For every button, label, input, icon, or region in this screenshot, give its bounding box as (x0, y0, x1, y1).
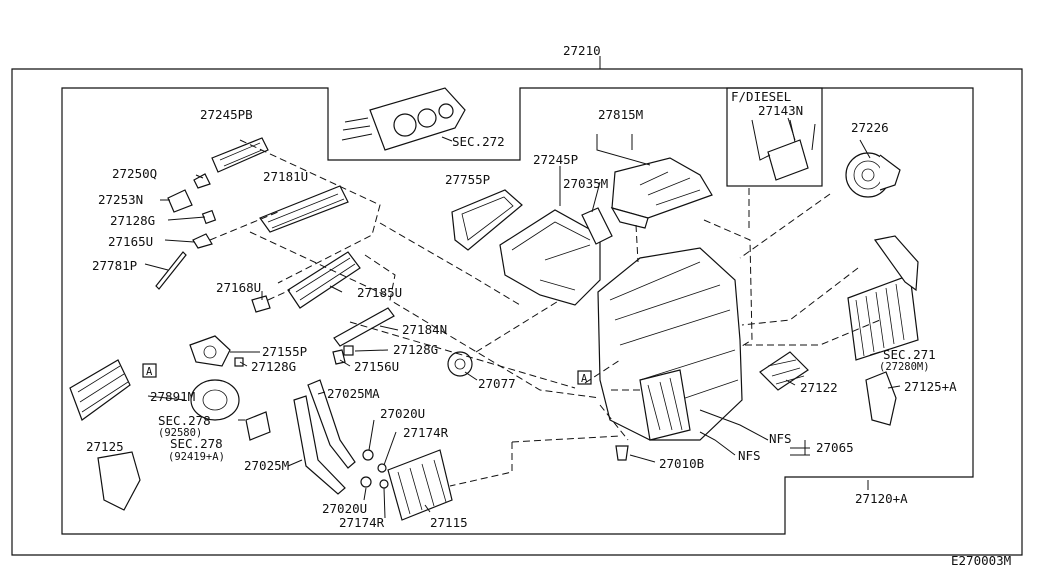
label-27155P: 27155P (262, 344, 307, 359)
ref-a-box-1: A (146, 366, 153, 378)
diesel-harness-part (751, 119, 816, 181)
fdiesel-box (726, 87, 823, 187)
label-27010B: 27010B (659, 456, 704, 471)
label-27077: 27077 (478, 376, 516, 391)
label-27781P: 27781P (92, 258, 137, 273)
label-sec278-a-ref: (92580) (158, 427, 202, 439)
duct-27181U (259, 185, 349, 233)
label-27253N: 27253N (98, 192, 143, 207)
label-27210: 27210 (563, 43, 601, 58)
label-27184N: 27184N (402, 322, 447, 337)
label-sec271: SEC.271 (883, 347, 936, 362)
clip-27128G-c (343, 345, 354, 356)
label-27168U: 27168U (216, 280, 261, 295)
case-27245P (499, 209, 601, 306)
label-nfs-a: NFS (769, 431, 792, 446)
label-sec278-a: SEC.278 (158, 413, 211, 428)
label-sec272: SEC.272 (452, 134, 505, 149)
outer-frame (11, 68, 1023, 556)
filter-27122 (759, 351, 809, 391)
sec278-resistor (245, 411, 271, 441)
clip-27128G-b (234, 357, 244, 367)
hose-27025M (293, 395, 346, 495)
duct-27245PB (211, 137, 269, 173)
label-27128G-b: 27128G (251, 359, 296, 374)
clip-27156U (332, 349, 346, 365)
label-27125A: 27125+A (904, 379, 957, 394)
clip-27165U (192, 233, 213, 249)
label-27815M: 27815M (598, 107, 643, 122)
duct-27185U (287, 251, 361, 309)
label-27025MA: 27025MA (327, 386, 380, 401)
label-27020U-b: 27020U (322, 501, 367, 516)
heater-unit-main (597, 247, 743, 441)
hose-27025MA (307, 379, 356, 469)
label-27065: 27065 (816, 440, 854, 455)
label-27035M: 27035M (563, 176, 608, 191)
label-27226: 27226 (851, 120, 889, 135)
label-fdiesel: F/DIESEL (731, 89, 791, 104)
label-sec278-b: SEC.278 (170, 436, 223, 451)
evaporator-part (847, 235, 919, 361)
label-27020U-a: 27020U (380, 406, 425, 421)
clip-27128G (201, 209, 217, 225)
inner-frame (61, 87, 974, 535)
sec278-motor (190, 379, 240, 421)
strip-27184N (333, 307, 395, 347)
seal-27755P (451, 189, 523, 251)
clamp-27174R-b (379, 479, 389, 489)
label-27755P: 27755P (445, 172, 490, 187)
label-27025M: 27025M (244, 458, 289, 473)
label-27128G-c: 27128G (393, 342, 438, 357)
label-drawing-code: E270003M (951, 553, 1011, 568)
label-27245PB: 27245PB (200, 107, 253, 122)
label-27128G-a: 27128G (110, 213, 155, 228)
label-27185U: 27185U (357, 285, 402, 300)
label-27122: 27122 (800, 380, 838, 395)
control-panel-part (341, 87, 466, 151)
filter-27891M (69, 359, 131, 421)
top-duct-part (610, 157, 713, 229)
label-27174R-b: 27174R (339, 515, 385, 530)
screw-27010B (615, 445, 629, 461)
label-nfs-b: NFS (738, 448, 761, 463)
rod-27781P (155, 251, 187, 290)
label-27125: 27125 (86, 439, 124, 454)
label-sec271-ref: (27280M) (879, 361, 930, 373)
clamp-27020U-a (362, 449, 374, 461)
label-27245P: 27245P (533, 152, 578, 167)
label-27143N: 27143N (758, 103, 803, 118)
heater-core-27115 (387, 449, 453, 521)
blower-motor-part (845, 152, 901, 198)
clip-27168U (251, 295, 271, 313)
label-27174R-a: 27174R (403, 425, 449, 440)
label-27250Q: 27250Q (112, 166, 157, 181)
label-sec278-b-ref: (92419+A) (168, 451, 225, 463)
label-27156U: 27156U (354, 359, 399, 374)
bracket-27125A (865, 371, 897, 426)
clamp-27174R-a (377, 463, 387, 473)
clip-27250Q (193, 173, 211, 189)
grommet-27077 (447, 351, 473, 377)
label-27891M: 27891M (150, 389, 195, 404)
bracket-27125 (97, 451, 141, 511)
ref-a-box-2: A (581, 373, 588, 385)
label-27115: 27115 (430, 515, 468, 530)
label-27181U: 27181U (263, 169, 308, 184)
clip-27253N (167, 189, 193, 213)
actuator-27155P (189, 335, 231, 367)
label-27120A: 27120+A (855, 491, 908, 506)
label-27165U: 27165U (108, 234, 153, 249)
clamp-27020U-b (360, 476, 372, 488)
